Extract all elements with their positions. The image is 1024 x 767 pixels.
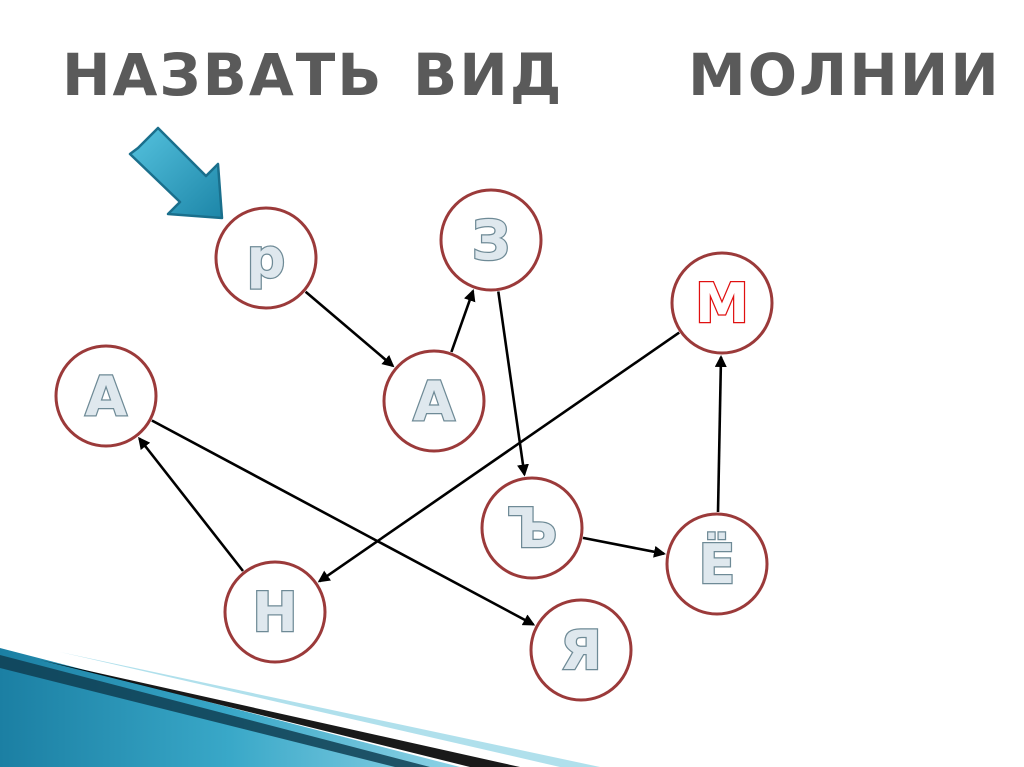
- node-n: Н: [223, 560, 327, 664]
- node-hard: Ъ: [480, 476, 584, 580]
- node-circle: [665, 512, 769, 616]
- title-word-1: НАЗВАТЬ: [62, 41, 384, 109]
- edge-r-to-a2: [304, 290, 395, 368]
- node-letter: А: [413, 370, 455, 433]
- node-a1: А: [54, 344, 158, 448]
- edge-a1-to-ya: [151, 419, 536, 626]
- edge-a2-to-z: [450, 289, 476, 353]
- edge-m-to-n: [317, 331, 680, 583]
- node-circle: [223, 560, 327, 664]
- node-circle: [439, 188, 543, 292]
- node-circle: [382, 349, 486, 453]
- node-letter: Ё: [699, 533, 736, 596]
- node-letter: р: [247, 227, 286, 290]
- node-z: З: [439, 188, 543, 292]
- node-a2: А: [382, 349, 486, 453]
- node-circle: [529, 598, 633, 702]
- node-letter: З: [472, 209, 510, 272]
- node-yo: Ё: [665, 512, 769, 616]
- node-ya: Я: [529, 598, 633, 702]
- node-letter: А: [85, 365, 127, 428]
- connections: [138, 289, 727, 626]
- node-letter: Н: [252, 581, 297, 644]
- node-circle: [670, 251, 774, 355]
- node-circle: [480, 476, 584, 580]
- decorative-swoosh: [0, 648, 600, 767]
- node-letter: Ъ: [507, 497, 558, 560]
- title-word-3: МОЛНИИ: [688, 41, 1001, 109]
- node-m: М: [670, 251, 774, 355]
- edge-hard-to-yo: [582, 536, 666, 558]
- down-right-arrow-icon: [128, 126, 224, 220]
- node-letter: Я: [560, 619, 602, 682]
- edge-n-to-a1: [138, 436, 245, 572]
- slide-title: НАЗВАТЬ ВИД МОЛНИИ: [62, 41, 1001, 109]
- title-word-2: ВИД: [413, 41, 563, 109]
- letter-nodes: р З М А А Ъ Ё Н Я: [54, 188, 774, 702]
- edge-yo-to-m: [714, 355, 727, 513]
- node-circle: [54, 344, 158, 448]
- node-letter: М: [695, 272, 749, 335]
- node-r: р: [214, 206, 318, 310]
- node-circle: [214, 206, 318, 310]
